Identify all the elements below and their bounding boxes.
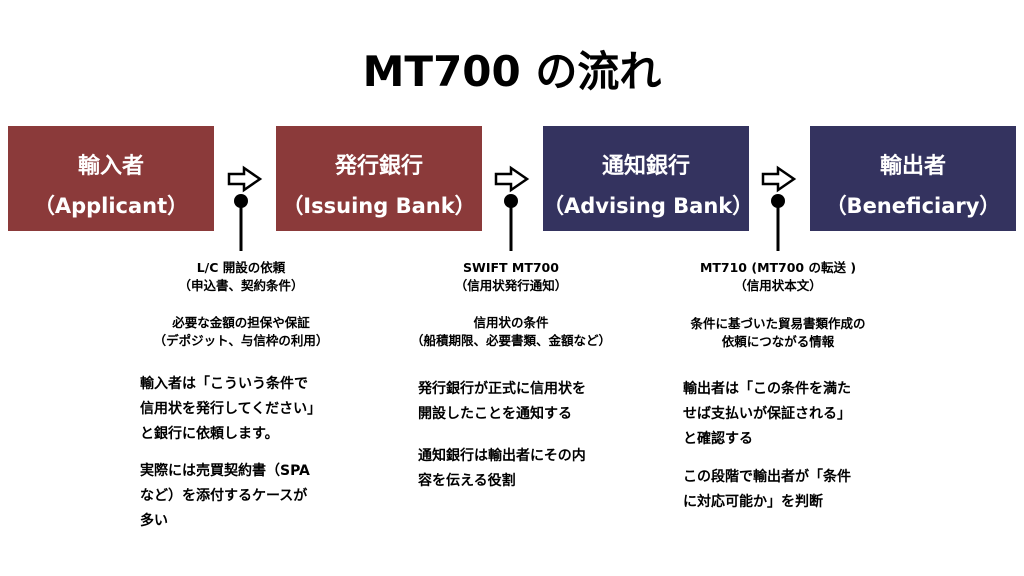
box-en: （Beneficiary） bbox=[825, 194, 1001, 218]
label-line: （申込書、契約条件） bbox=[178, 278, 304, 293]
box-beneficiary: 輸出者 （Beneficiary） bbox=[810, 126, 1016, 231]
step3-sublabel: 条件に基づいた貿易書類作成の 依頼につながる情報 bbox=[690, 315, 865, 351]
label-line: 条件に基づいた貿易書類作成の bbox=[690, 316, 866, 331]
pin-marker-icon bbox=[234, 194, 248, 251]
box-en: （Issuing Bank） bbox=[282, 194, 476, 218]
label-line: （船積期限、必要書類、金額など） bbox=[410, 333, 612, 348]
step3-note2: この段階で輸出者が「条件 に対応可能か」を判断 bbox=[683, 465, 851, 515]
label-line: （デポジット、与信枠の利用） bbox=[153, 333, 329, 348]
note-line: せば支払いが保証される」 bbox=[683, 406, 851, 422]
label-line: 信用状の条件 bbox=[473, 315, 549, 330]
page-title: MT700 の流れ bbox=[362, 47, 662, 96]
step1-note1: 輸入者は「こういう条件で 信用状を発行してください」 と銀行に依頼します。 bbox=[140, 372, 321, 447]
box-name: 輸入者 bbox=[77, 154, 144, 179]
step2-note1: 発行銀行が正式に信用状を 開設したことを通知する bbox=[418, 377, 586, 427]
label-line: L/C 開設の依頼 bbox=[196, 260, 286, 275]
step2-sublabel: 信用状の条件 （船積期限、必要書類、金額など） bbox=[411, 314, 611, 350]
label-line: （信用状本文） bbox=[734, 278, 822, 293]
label-line: 依頼につながる情報 bbox=[721, 334, 835, 349]
step3-note1: 輸出者は「この条件を満た せば支払いが保証される」 と確認する bbox=[683, 377, 851, 452]
label-line: MT710 (MT700 の転送 ) bbox=[699, 260, 857, 275]
note-line: と銀行に依頼します。 bbox=[140, 426, 279, 442]
step1-label: L/C 開設の依頼 （申込書、契約条件） bbox=[178, 259, 303, 295]
pin-marker-icon bbox=[771, 194, 785, 251]
box-advising-bank: 通知銀行 （Advising Bank） bbox=[543, 126, 754, 231]
note-line: 発行銀行が正式に信用状を bbox=[418, 381, 586, 397]
label-line: （信用状発行通知） bbox=[454, 278, 568, 293]
note-line: など）を添付するケースが bbox=[140, 488, 308, 504]
note-line: 容を伝える役割 bbox=[418, 473, 516, 489]
pin-marker-icon bbox=[504, 194, 518, 251]
arrow-right-icon bbox=[227, 165, 263, 193]
note-line: 多い bbox=[140, 513, 168, 529]
box-applicant: 輸入者 （Applicant） bbox=[8, 126, 214, 231]
note-line: に対応可能か」を判断 bbox=[683, 494, 823, 510]
step2-label: SWIFT MT700 （信用状発行通知） bbox=[455, 259, 568, 295]
note-line: 通知銀行は輸出者にその内 bbox=[418, 448, 586, 464]
step1-sublabel: 必要な金額の担保や保証 （デポジット、与信枠の利用） bbox=[154, 314, 329, 350]
step1-note2: 実際には売買契約書（SPA など）を添付するケースが 多い bbox=[140, 459, 310, 534]
box-en: （Applicant） bbox=[33, 194, 189, 218]
arrow-right-icon bbox=[761, 165, 797, 193]
note-line: 輸出者は「この条件を満た bbox=[683, 381, 851, 397]
note-line: 開設したことを通知する bbox=[418, 406, 572, 422]
note-line: この段階で輸出者が「条件 bbox=[683, 469, 851, 485]
note-line: 実際には売買契約書（SPA bbox=[140, 463, 310, 479]
note-line: 信用状を発行してください」 bbox=[140, 401, 322, 417]
box-issuing-bank: 発行銀行 （Issuing Bank） bbox=[276, 126, 482, 231]
box-en: （Advising Bank） bbox=[543, 194, 754, 218]
box-name: 発行銀行 bbox=[334, 154, 423, 179]
box-name: 通知銀行 bbox=[601, 154, 690, 179]
arrow-right-icon bbox=[494, 165, 530, 193]
step3-label: MT710 (MT700 の転送 ) （信用状本文） bbox=[700, 259, 856, 295]
note-line: 輸入者は「こういう条件で bbox=[140, 376, 308, 392]
label-line: 必要な金額の担保や保証 bbox=[172, 315, 310, 330]
box-name: 輸出者 bbox=[879, 154, 946, 179]
step2-note2: 通知銀行は輸出者にその内 容を伝える役割 bbox=[418, 444, 586, 494]
label-line: SWIFT MT700 bbox=[463, 260, 559, 275]
note-line: と確認する bbox=[683, 431, 753, 447]
